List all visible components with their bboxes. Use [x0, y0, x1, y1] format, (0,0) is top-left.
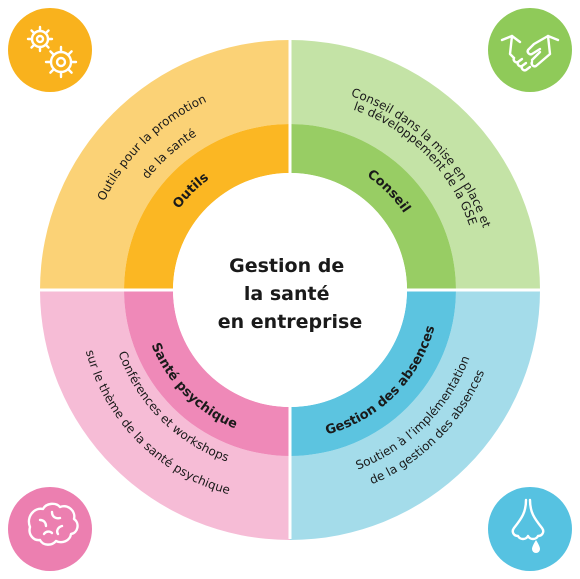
center-title: Gestion de la santé en entreprise [218, 255, 362, 333]
gears-icon-background [8, 8, 92, 92]
center-circle [173, 173, 407, 407]
outer-sector-absences [290, 290, 540, 540]
brain-icon [27, 502, 79, 546]
inner-sector-outils [124, 124, 290, 290]
runny-nose-icon [511, 498, 545, 553]
runny-nose-icon-background [488, 487, 572, 571]
handshake-icon-background [488, 8, 572, 92]
outer-sector-outils [40, 40, 290, 290]
gears-icon [26, 25, 78, 79]
brain-icon-badge [8, 487, 92, 571]
handshake-icon-badge [488, 8, 572, 92]
brain-icon-background [8, 487, 92, 571]
center-line-2: la santé [244, 283, 330, 305]
handshake-icon [500, 34, 560, 72]
center-line-3: en entreprise [218, 311, 362, 333]
inner-sector-psy [124, 290, 290, 456]
gears-icon-badge [8, 8, 92, 92]
outer-sector-psy [40, 290, 290, 540]
center-line-1: Gestion de [229, 255, 344, 277]
runny-nose-icon-badge [488, 487, 572, 571]
outer-sector-conseil [290, 40, 540, 290]
inner-sector-absences [290, 290, 456, 456]
inner-sector-conseil [290, 124, 456, 290]
